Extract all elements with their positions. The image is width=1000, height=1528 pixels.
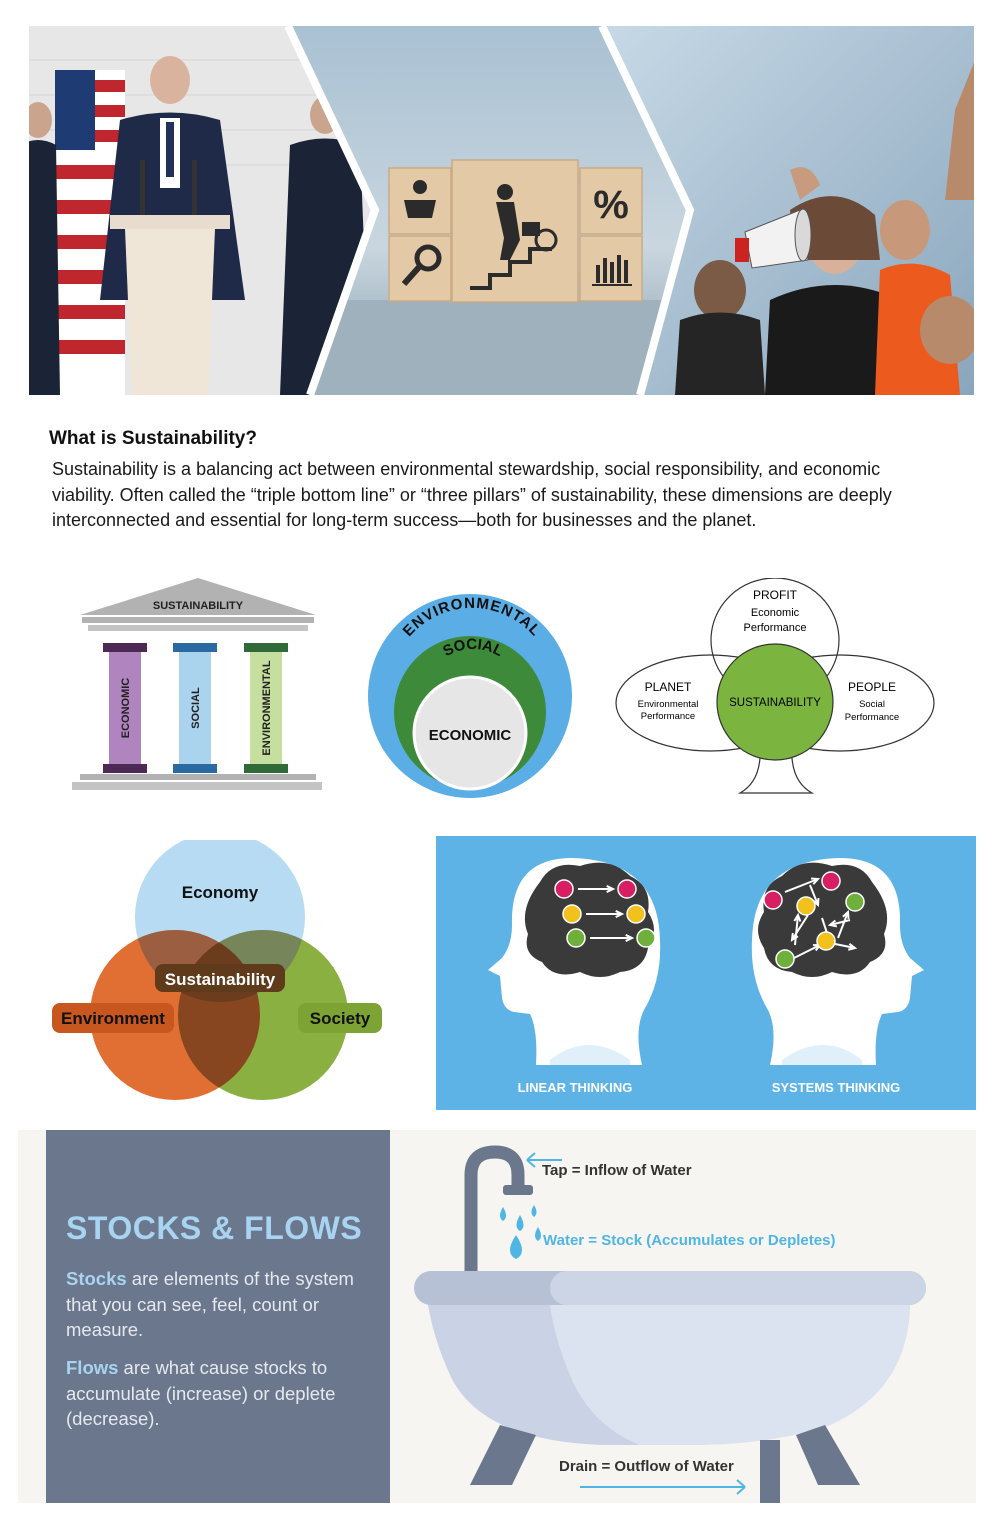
environment-badge bbox=[52, 1003, 174, 1033]
brain-arrowhead bbox=[827, 919, 838, 928]
pillar-cap-top bbox=[173, 643, 217, 652]
society-badge bbox=[298, 1003, 382, 1033]
brain-arrow bbox=[789, 944, 821, 961]
brain-node bbox=[763, 890, 783, 910]
people-sub2: Performance bbox=[845, 712, 899, 723]
stocks-flows-panel bbox=[46, 1130, 390, 1503]
thinking-panel: LINEAR THINKING SYSTEMS THINKING bbox=[430, 830, 982, 1116]
stocks-definition: Stocks are elements of the system that y… bbox=[66, 1266, 366, 1343]
megaphone-icon bbox=[735, 208, 812, 269]
brain-arrowhead bbox=[842, 909, 850, 920]
brain-arrowhead bbox=[606, 885, 616, 893]
systems-thinking-label: SYSTEMS THINKING bbox=[772, 1080, 901, 1095]
stocks-term: Stocks bbox=[66, 1268, 127, 1289]
sustainability-badge bbox=[155, 964, 285, 992]
brain-arrow bbox=[784, 878, 819, 893]
tap-icon bbox=[464, 1145, 533, 1275]
profit-title: PROFIT bbox=[753, 588, 798, 602]
pillar-column bbox=[250, 652, 282, 764]
bathtub-diagram: Tap = Inflow of Water Water = Stock (Acc… bbox=[414, 1145, 926, 1503]
linear-thinking-label: LINEAR THINKING bbox=[518, 1080, 633, 1095]
drain-label: Drain = Outflow of Water bbox=[559, 1458, 734, 1475]
people-sub1: Social bbox=[859, 699, 885, 710]
sustainability-label: Sustainability bbox=[165, 970, 276, 989]
economy-label: Economy bbox=[182, 883, 259, 902]
intro-title: What is Sustainability? bbox=[49, 428, 257, 449]
planet-title: PLANET bbox=[645, 680, 692, 694]
brain-arrowhead bbox=[625, 934, 635, 942]
economic-label: ECONOMIC bbox=[429, 727, 512, 744]
pillar-cap-bottom bbox=[244, 764, 288, 773]
outflow-arrow bbox=[580, 1479, 746, 1495]
pillar-column bbox=[179, 652, 211, 764]
reader-icon bbox=[404, 180, 436, 218]
pillar-label: ECONOMIC bbox=[120, 678, 132, 739]
brain-node bbox=[626, 904, 646, 924]
stocks-flows-title: STOCKS & FLOWS bbox=[66, 1210, 363, 1246]
bathtub-icon bbox=[414, 1271, 926, 1503]
brain-node bbox=[636, 928, 656, 948]
brain-node bbox=[554, 879, 574, 899]
profit-sub2: Performance bbox=[744, 622, 807, 634]
brain-node bbox=[775, 949, 795, 969]
brain-node bbox=[816, 931, 836, 951]
venn-diagram: Economy Sustainability Environment Socie… bbox=[52, 840, 382, 1100]
brain-node bbox=[821, 871, 841, 891]
pillar-cap-top bbox=[103, 643, 147, 652]
brain-node bbox=[845, 892, 865, 912]
pillars-diagram: SUSTAINABILITY ECONOMIC SOCIAL ENVIRONMENT… bbox=[72, 578, 322, 790]
svg-text:%: % bbox=[593, 183, 629, 227]
inflow-arrow bbox=[526, 1152, 562, 1168]
pillar-column bbox=[109, 652, 141, 764]
brain-arrowhead bbox=[847, 942, 858, 951]
pillar-cap-bottom bbox=[173, 764, 217, 773]
planet-sub2: Performance bbox=[641, 711, 695, 722]
brain-arrowhead bbox=[793, 912, 802, 922]
people-title: PEOPLE bbox=[848, 680, 896, 694]
brain-arrow bbox=[791, 914, 809, 941]
tap-label: Tap = Inflow of Water bbox=[542, 1162, 692, 1179]
planet-sub1: Environmental bbox=[638, 699, 699, 710]
pillar-label: SOCIAL bbox=[190, 687, 202, 729]
magnifier-icon bbox=[401, 244, 442, 286]
society-label: Society bbox=[310, 1009, 371, 1028]
economic-circle bbox=[412, 675, 528, 791]
pillar-label: ENVIRONMENTAL bbox=[261, 660, 273, 755]
pillar-cap-bottom bbox=[103, 764, 147, 773]
stocks-text: are elements of the system that you can … bbox=[66, 1268, 354, 1340]
water-drops bbox=[500, 1205, 541, 1259]
brain-node bbox=[562, 904, 582, 924]
flows-definition: Flows are what cause stocks to accumulat… bbox=[66, 1355, 366, 1432]
environment-label: Environment bbox=[61, 1009, 165, 1028]
brain-arrowhead bbox=[615, 910, 625, 918]
hero-banner: % bbox=[29, 24, 974, 397]
brain-node bbox=[566, 928, 586, 948]
sustainability-circle bbox=[716, 643, 834, 761]
pillars-roof-label: SUSTAINABILITY bbox=[153, 600, 244, 612]
brain-arrow bbox=[837, 911, 849, 939]
sustainability-center-label: SUSTAINABILITY bbox=[729, 697, 821, 709]
businessman-stairs-icon bbox=[470, 184, 558, 290]
sustainability-tree-diagram: PROFIT Economic Performance PLANET Envir… bbox=[615, 578, 935, 794]
bar-chart-icon bbox=[592, 255, 632, 286]
flows-term: Flows bbox=[66, 1357, 119, 1378]
brain-arrow bbox=[809, 884, 819, 906]
water-label: Water = Stock (Accumulates or Depletes) bbox=[543, 1232, 835, 1249]
intro-body: Sustainability is a balancing act betwee… bbox=[52, 459, 892, 530]
brain-node bbox=[796, 896, 816, 916]
nested-circles-diagram: ENVIRONMENTAL SOCIAL ECONOMIC bbox=[368, 594, 572, 798]
percent-icon: % bbox=[593, 183, 629, 227]
brain-arrowhead bbox=[810, 877, 821, 885]
brain-arrow bbox=[794, 914, 799, 946]
podium-icon bbox=[110, 160, 230, 395]
pillars-roof bbox=[80, 578, 316, 615]
tree-trunk bbox=[737, 757, 815, 794]
brain-node bbox=[617, 879, 637, 899]
profit-sub1: Economic bbox=[751, 607, 800, 619]
brain-arrow bbox=[829, 919, 851, 926]
flows-text: are what cause stocks to accumulate (inc… bbox=[66, 1357, 336, 1429]
pillar-cap-top bbox=[244, 643, 288, 652]
